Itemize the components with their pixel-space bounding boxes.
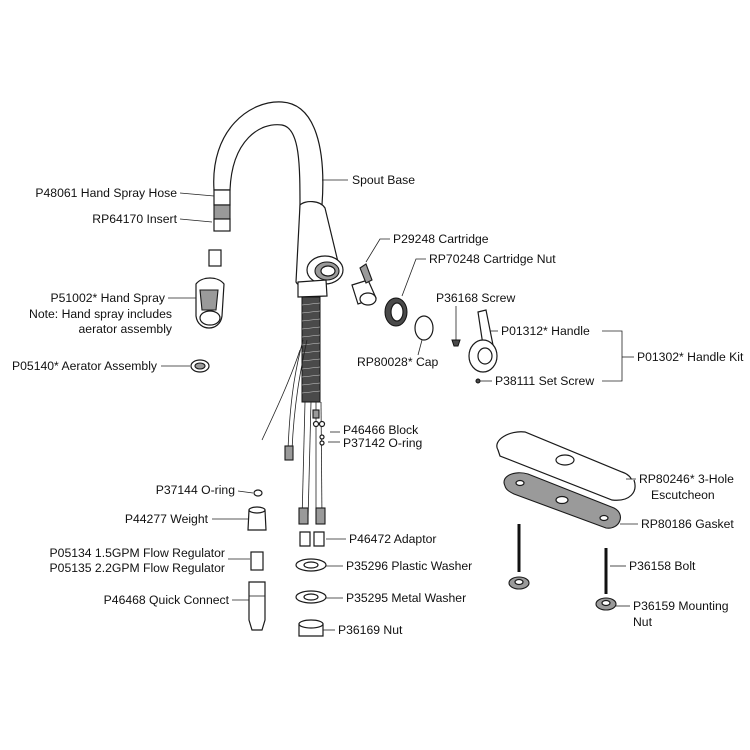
label-flow-regulator-15: P05134 1.5GPM Flow Regulator — [50, 546, 225, 560]
label-aerator-assembly: P05140* Aerator Assembly — [12, 359, 158, 373]
label-bolt: P36158 Bolt — [629, 559, 696, 573]
label-nut: P36169 Nut — [338, 623, 403, 637]
aerator — [190, 359, 210, 373]
label-weight: P44277 Weight — [125, 512, 209, 526]
label-adaptor: P46472 Adaptor — [349, 532, 436, 546]
label-mounting-nut-1: P36159 Mounting — [633, 599, 729, 613]
cartridge — [351, 263, 377, 306]
escutcheon — [496, 431, 636, 501]
cap — [414, 315, 434, 341]
label-cap: RP80028* Cap — [357, 355, 439, 369]
label-oring: P37144 O-ring — [156, 483, 235, 497]
cartridge-nut — [384, 297, 408, 327]
label-gasket: RP80186 Gasket — [641, 517, 734, 531]
label-flow-regulator-22: P05135 2.2GPM Flow Regulator — [50, 561, 225, 575]
spout-assembly — [213, 101, 344, 525]
label-hand-spray-note-2: aerator assembly — [79, 322, 173, 336]
gasket — [503, 472, 621, 529]
label-escutcheon-2: Escutcheon — [651, 488, 715, 502]
label-block-oring: P37142 O-ring — [343, 436, 422, 450]
mounting-hardware — [295, 531, 327, 637]
label-insert: RP64170 Insert — [92, 212, 177, 226]
hand-spray — [195, 277, 225, 329]
label-plastic-washer: P35296 Plastic Washer — [346, 559, 472, 573]
handle — [468, 309, 498, 384]
label-cartridge: P29248 Cartridge — [393, 232, 489, 246]
label-hand-spray-note-1: Note: Hand spray includes — [29, 307, 172, 321]
screw — [451, 318, 461, 347]
label-handle-kit: P01302* Handle Kit — [637, 350, 744, 364]
block-parts — [312, 409, 326, 446]
label-hand-spray-hose: P48061 Hand Spray Hose — [35, 186, 177, 200]
label-metal-washer: P35295 Metal Washer — [346, 591, 466, 605]
label-block: P46466 Block — [343, 423, 419, 437]
lower-hose-parts — [247, 489, 267, 631]
hand-spray-hose-end — [208, 189, 231, 267]
label-hand-spray: P51002* Hand Spray — [50, 291, 165, 305]
label-quick-connect: P46468 Quick Connect — [104, 593, 230, 607]
label-cartridge-nut: RP70248 Cartridge Nut — [429, 252, 556, 266]
label-screw: P36168 Screw — [436, 291, 515, 305]
leader-lines — [161, 179, 638, 631]
bolts — [517, 524, 608, 594]
label-spout-base: Spout Base — [352, 173, 415, 187]
mounting-nuts — [508, 576, 617, 611]
label-handle: P01312* Handle — [501, 324, 590, 338]
part-labels: P48061 Hand Spray Hose RP64170 Insert P5… — [12, 173, 744, 637]
label-mounting-nut-2: Nut — [633, 615, 653, 629]
label-set-screw: P38111 Set Screw — [495, 374, 594, 388]
label-escutcheon-1: RP80246* 3-Hole — [639, 472, 734, 486]
